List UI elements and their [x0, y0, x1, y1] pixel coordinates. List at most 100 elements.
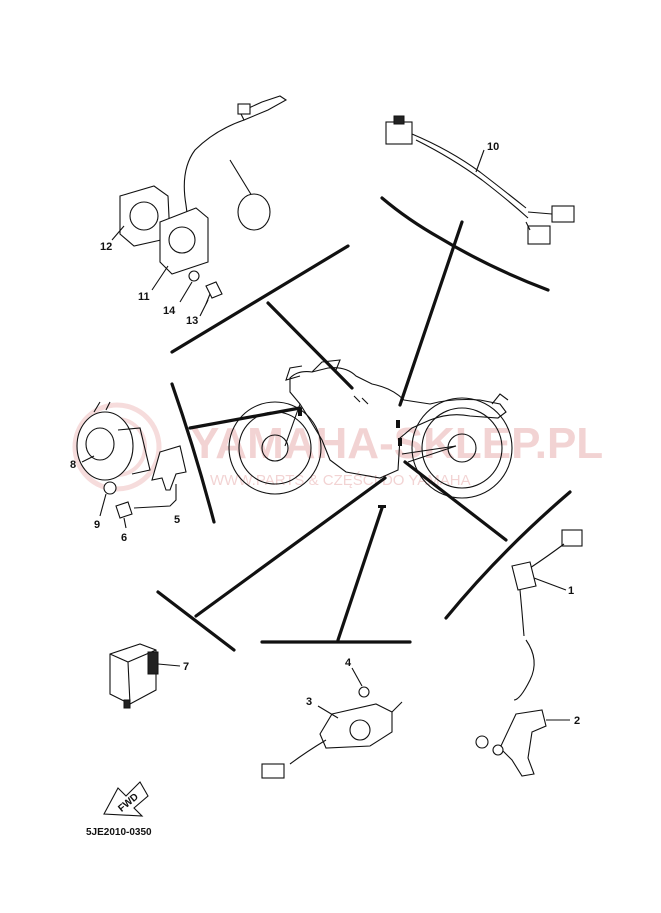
callout-3: 3	[306, 696, 312, 708]
screw-4	[358, 686, 370, 698]
outline-horn	[170, 382, 216, 524]
motorcycle-outline	[228, 359, 513, 508]
neutral-lead	[513, 639, 535, 701]
leader-4	[351, 667, 363, 687]
rear-wheel	[411, 397, 513, 499]
neutral-bracket-2	[499, 709, 547, 777]
float-arm	[229, 159, 253, 197]
outline-relay	[156, 590, 236, 652]
relay-connector	[147, 651, 159, 675]
headlight	[285, 365, 303, 381]
front-wheel	[228, 401, 322, 495]
callout-2: 2	[574, 715, 580, 727]
callout-1: 1	[568, 585, 574, 597]
section-outlines	[156, 196, 572, 652]
outline-harness	[380, 196, 550, 292]
horn-body-side	[117, 427, 151, 475]
neutral-switch-stem	[519, 589, 525, 637]
leader-12	[111, 225, 125, 241]
leader-6	[123, 517, 127, 529]
bolt-6	[115, 501, 133, 519]
relay-assembly	[109, 643, 159, 709]
horn-bracket-5	[151, 445, 187, 491]
leader-horn	[188, 406, 302, 430]
fwd-arrow-shape	[103, 781, 149, 817]
callout-4: 4	[345, 657, 352, 669]
washer-14	[188, 270, 200, 282]
leader-sidestand	[336, 506, 384, 642]
swingarm	[401, 445, 457, 463]
sender-plate-hole	[168, 226, 196, 254]
leader-lines	[188, 220, 508, 642]
harness-wire-2	[415, 139, 529, 219]
neutral-switch-1	[511, 561, 537, 591]
leader-3	[317, 705, 339, 719]
mark-fuel	[353, 395, 369, 405]
harness-branch	[525, 211, 553, 231]
mark-d	[378, 505, 386, 508]
leader-1	[533, 577, 567, 591]
rear-wheel-inner	[421, 407, 503, 489]
fwd-arrow: FWD	[103, 781, 149, 817]
callout-13: 13	[186, 315, 198, 327]
switch-connector	[261, 763, 285, 779]
horn-8-center	[85, 427, 115, 461]
callout-10: 10	[487, 141, 499, 153]
callout-8: 8	[70, 459, 76, 471]
bolt-9	[103, 481, 117, 495]
sender-wire	[183, 119, 245, 237]
relay-pin	[123, 699, 131, 709]
nut-2a	[475, 735, 489, 749]
switch-plunger	[391, 701, 403, 713]
mark-c	[398, 438, 402, 446]
outline-neutral	[444, 490, 572, 620]
gasket-12-hole	[129, 201, 159, 231]
front-fork	[284, 403, 301, 447]
handlebar	[311, 359, 341, 373]
leader-relay	[194, 476, 387, 618]
leader-11	[151, 265, 169, 291]
leader-harness	[398, 220, 464, 407]
leader-9	[99, 493, 107, 517]
neutral-connector	[561, 529, 583, 547]
neutral-switch-assembly	[475, 529, 583, 777]
neutral-wire-upper	[529, 543, 565, 569]
callout-leaders	[81, 149, 570, 721]
front-hub	[261, 434, 289, 462]
callout-5: 5	[174, 514, 180, 526]
callout-numbers: 10 12 11 14 13 8 9 6 5 7 4 3 1 2	[70, 141, 580, 727]
sender-plate-11	[159, 207, 209, 275]
harness-wire	[411, 133, 527, 209]
leader-8	[81, 455, 95, 463]
relay-edges	[109, 649, 157, 705]
leader-5	[133, 484, 177, 509]
leader-neutral	[403, 460, 508, 542]
callout-11: 11	[138, 291, 150, 303]
diagram-code: 5JE2010-0350	[86, 827, 152, 838]
sidestand-switch-3	[319, 703, 393, 749]
sender-connector-plug	[237, 103, 251, 115]
fuel-sender-assembly	[119, 95, 288, 305]
leader-14	[179, 281, 193, 303]
harness-connector-b	[551, 205, 575, 223]
tail-light	[491, 393, 509, 405]
rear-hub	[447, 433, 477, 463]
mark-b	[396, 420, 400, 428]
leader-7	[157, 663, 181, 667]
front-wheel-inner	[238, 411, 312, 485]
harness-connector-a-latch	[393, 115, 405, 125]
switch-boss	[349, 719, 371, 741]
callout-14: 14	[163, 305, 176, 317]
leader-fuel-sender	[266, 301, 354, 390]
sidestand-switch-assembly	[261, 686, 403, 779]
frame-body	[289, 367, 507, 479]
harness-connector-a	[385, 121, 413, 145]
float	[237, 193, 271, 231]
switch-wire	[289, 739, 327, 765]
horn-terminals	[93, 401, 111, 413]
callout-12: 12	[100, 241, 112, 253]
bolt-13-head	[205, 281, 223, 299]
sub-harness-assembly	[385, 115, 575, 245]
mark-a	[298, 408, 302, 416]
